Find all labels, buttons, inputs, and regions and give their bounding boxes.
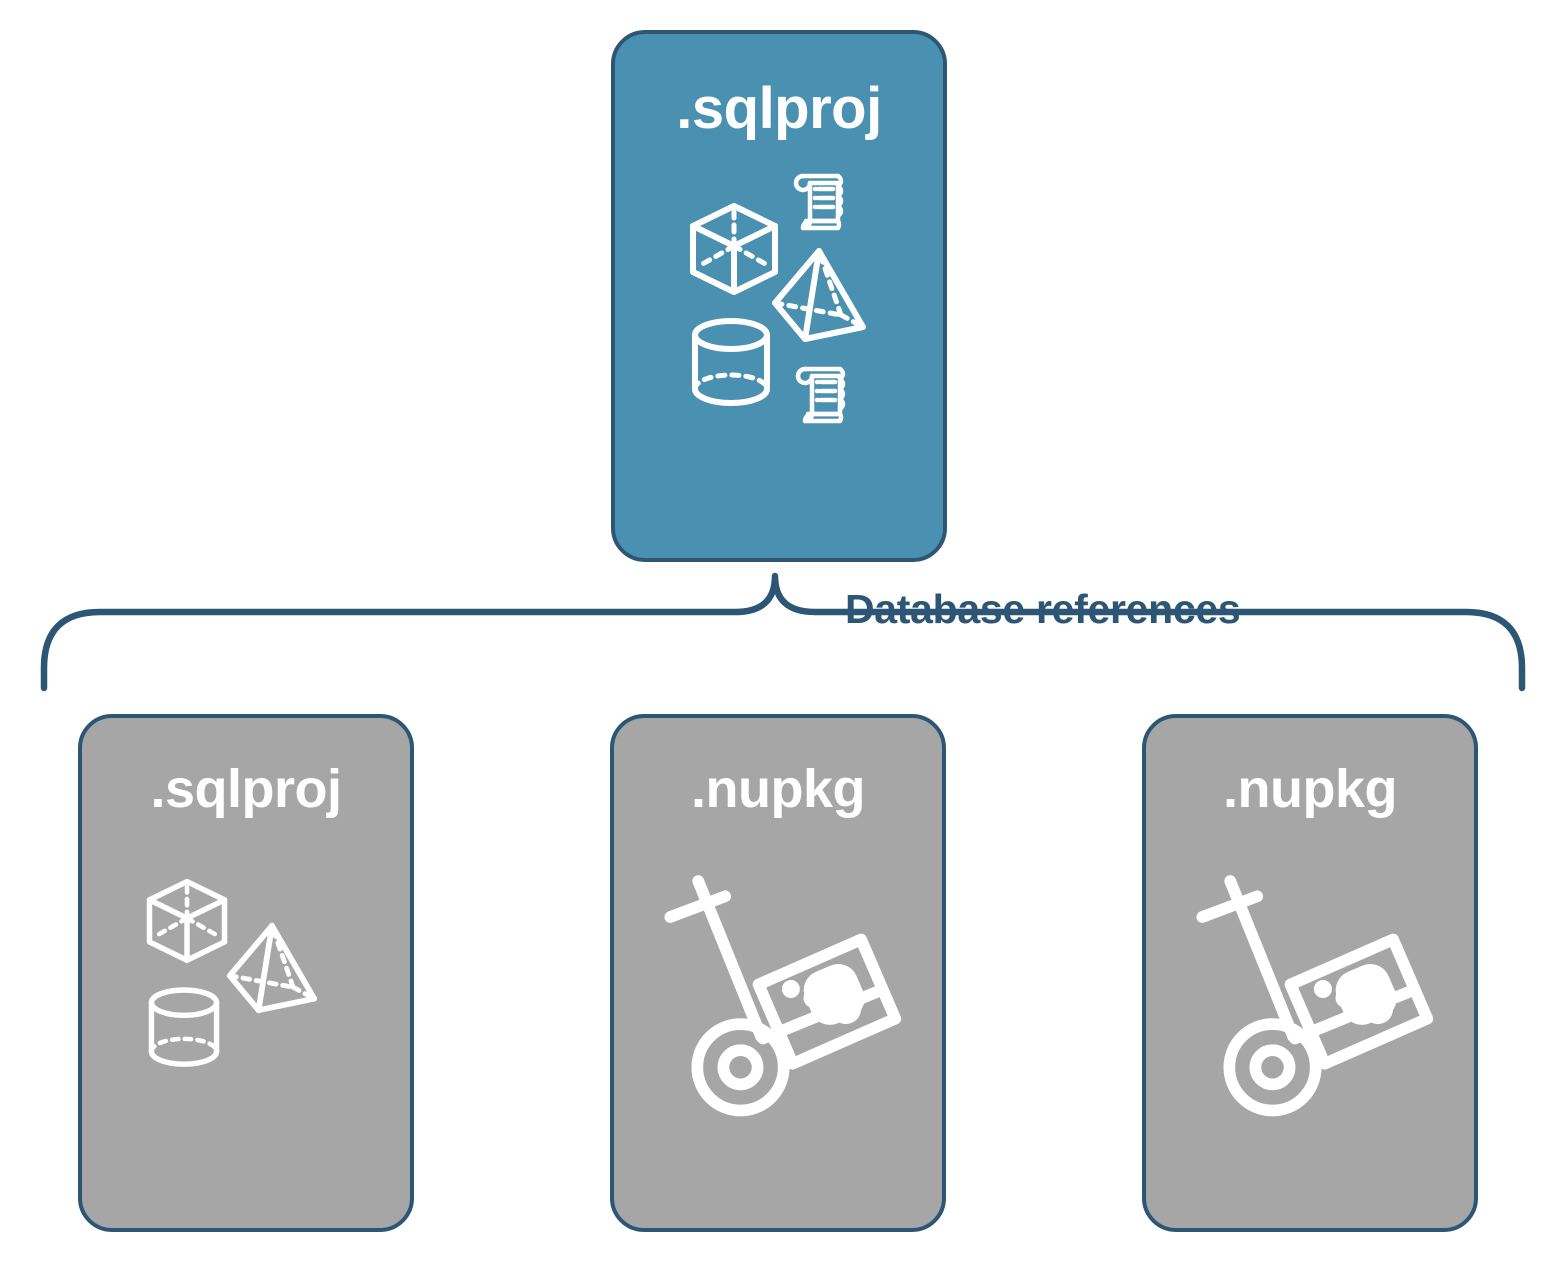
- card-title: .nupkg: [691, 759, 865, 819]
- hand-truck-package-icon: [664, 875, 902, 1117]
- pyramid-icon: [772, 248, 866, 342]
- card-title: .sqlproj: [676, 76, 882, 141]
- card-title: .sqlproj: [150, 759, 342, 819]
- icon-cluster-database-objects: [96, 836, 396, 1136]
- pyramid-icon: [226, 922, 318, 1014]
- card-reference-nupkg-1[interactable]: .nupkg: [610, 714, 946, 1232]
- cube-icon: [146, 878, 228, 963]
- hand-truck-package-icon: [1196, 875, 1434, 1117]
- scroll-icon: [793, 173, 844, 231]
- card-reference-nupkg-2[interactable]: .nupkg: [1142, 714, 1478, 1232]
- icon-cluster-package: [1160, 836, 1460, 1136]
- cylinder-icon: [692, 318, 770, 406]
- connector-label: Database references: [845, 586, 1241, 632]
- cylinder-icon: [148, 987, 220, 1067]
- database-references-brace: [40, 572, 1526, 692]
- card-title: .nupkg: [1223, 759, 1397, 819]
- icon-cluster-database-objects: [659, 160, 899, 424]
- card-reference-sqlproj[interactable]: .sqlproj: [78, 714, 414, 1232]
- icon-cluster-package: [628, 836, 928, 1136]
- card-sqlproj-root[interactable]: .sqlproj: [611, 30, 947, 562]
- cube-icon: [690, 203, 778, 295]
- scroll-icon: [795, 366, 846, 424]
